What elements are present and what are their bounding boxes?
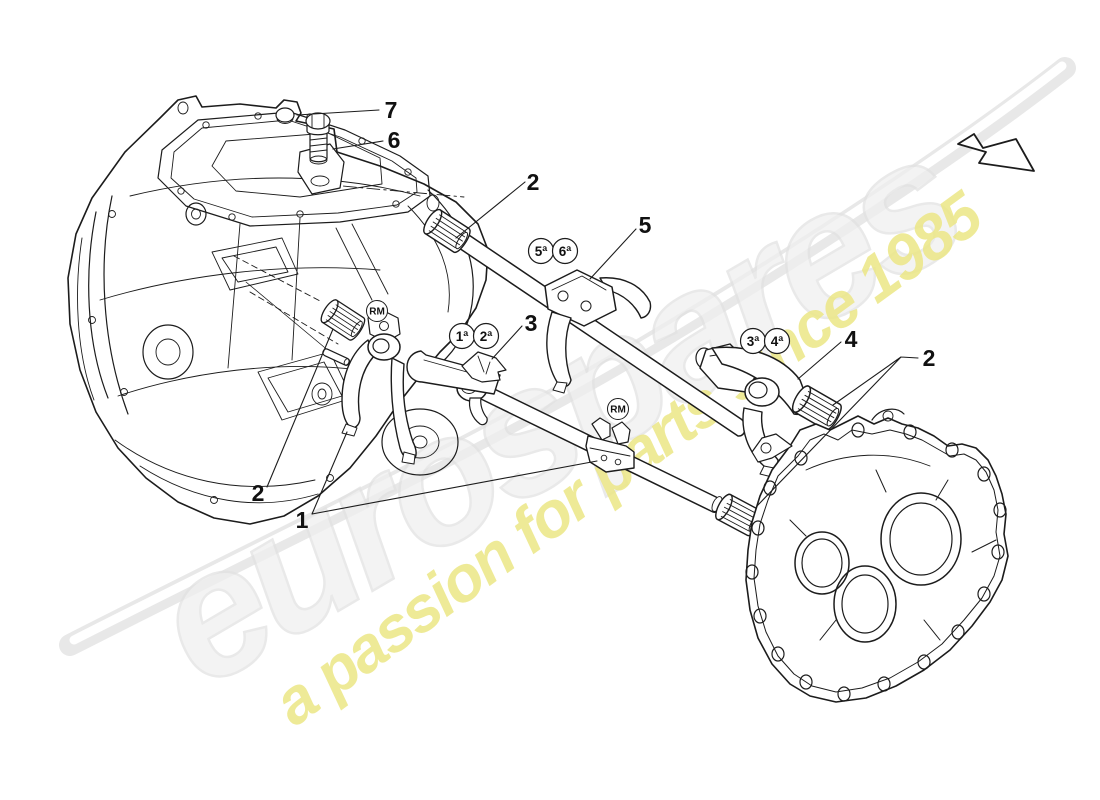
- callout-1: 1: [296, 507, 309, 533]
- lower-selector-rod: [245, 281, 766, 539]
- badge-6th-gear: 6ª: [559, 244, 572, 259]
- leader-line-3: [491, 325, 523, 360]
- badge-reverse-right: RM: [610, 405, 626, 416]
- centerline: [319, 183, 465, 198]
- alignment-line: [245, 281, 331, 353]
- badge-circle-4th: [763, 327, 791, 355]
- callout-2-left: 2: [252, 480, 265, 506]
- callout-labels: 7 6 2 5 3 4 2 2 1: [252, 97, 936, 533]
- callout-2-right: 2: [923, 345, 936, 371]
- flange-bolt-holes: [745, 422, 1007, 702]
- leader-line-1: [311, 431, 598, 515]
- badge-reverse-left: RM: [369, 307, 385, 318]
- badge-2nd-gear: 2ª: [480, 329, 493, 344]
- badge-1st-gear: 1ª: [456, 329, 469, 344]
- breather-valve-part6: [305, 112, 331, 165]
- badge-circle-6th: [551, 237, 579, 265]
- badge-circle-reverse-left: [366, 300, 388, 322]
- badge-5th-gear: 5ª: [535, 244, 548, 259]
- callout-6: 6: [388, 127, 401, 153]
- badge-4th-gear: 4ª: [771, 334, 784, 349]
- leader-line-6: [332, 140, 384, 150]
- sealing-cap-part7: [275, 107, 295, 124]
- selector-fork-part5: [544, 269, 652, 394]
- callout-4: 4: [845, 326, 858, 352]
- badge-3rd-gear: 3ª: [747, 334, 760, 349]
- gate-selector-part3: [406, 350, 507, 426]
- callout-5: 5: [639, 212, 652, 238]
- leader-line-2-right: [756, 356, 919, 507]
- leader-line-2-top: [455, 181, 526, 239]
- dog-clamp: [585, 417, 635, 473]
- badge-circle-reverse-right: [607, 398, 629, 420]
- body-bolt-holes: [88, 210, 334, 504]
- badge-circle-2nd: [472, 322, 500, 350]
- leader-line-7: [296, 109, 380, 116]
- callout-7: 7: [385, 97, 398, 123]
- leader-line-5: [589, 228, 637, 280]
- direction-arrow-icon: [957, 133, 1035, 172]
- leader-line-2-left: [266, 328, 334, 488]
- lifting-ear-hole: [177, 101, 189, 115]
- leader-line-4: [797, 341, 842, 380]
- gear-badges: 5ª 6ª 1ª 2ª 3ª 4ª RM RM: [366, 237, 791, 420]
- callout-3: 3: [525, 310, 538, 336]
- clutch-housing-drawing: [745, 408, 1009, 703]
- callout-2-top: 2: [527, 169, 540, 195]
- leader-lines: [266, 109, 919, 515]
